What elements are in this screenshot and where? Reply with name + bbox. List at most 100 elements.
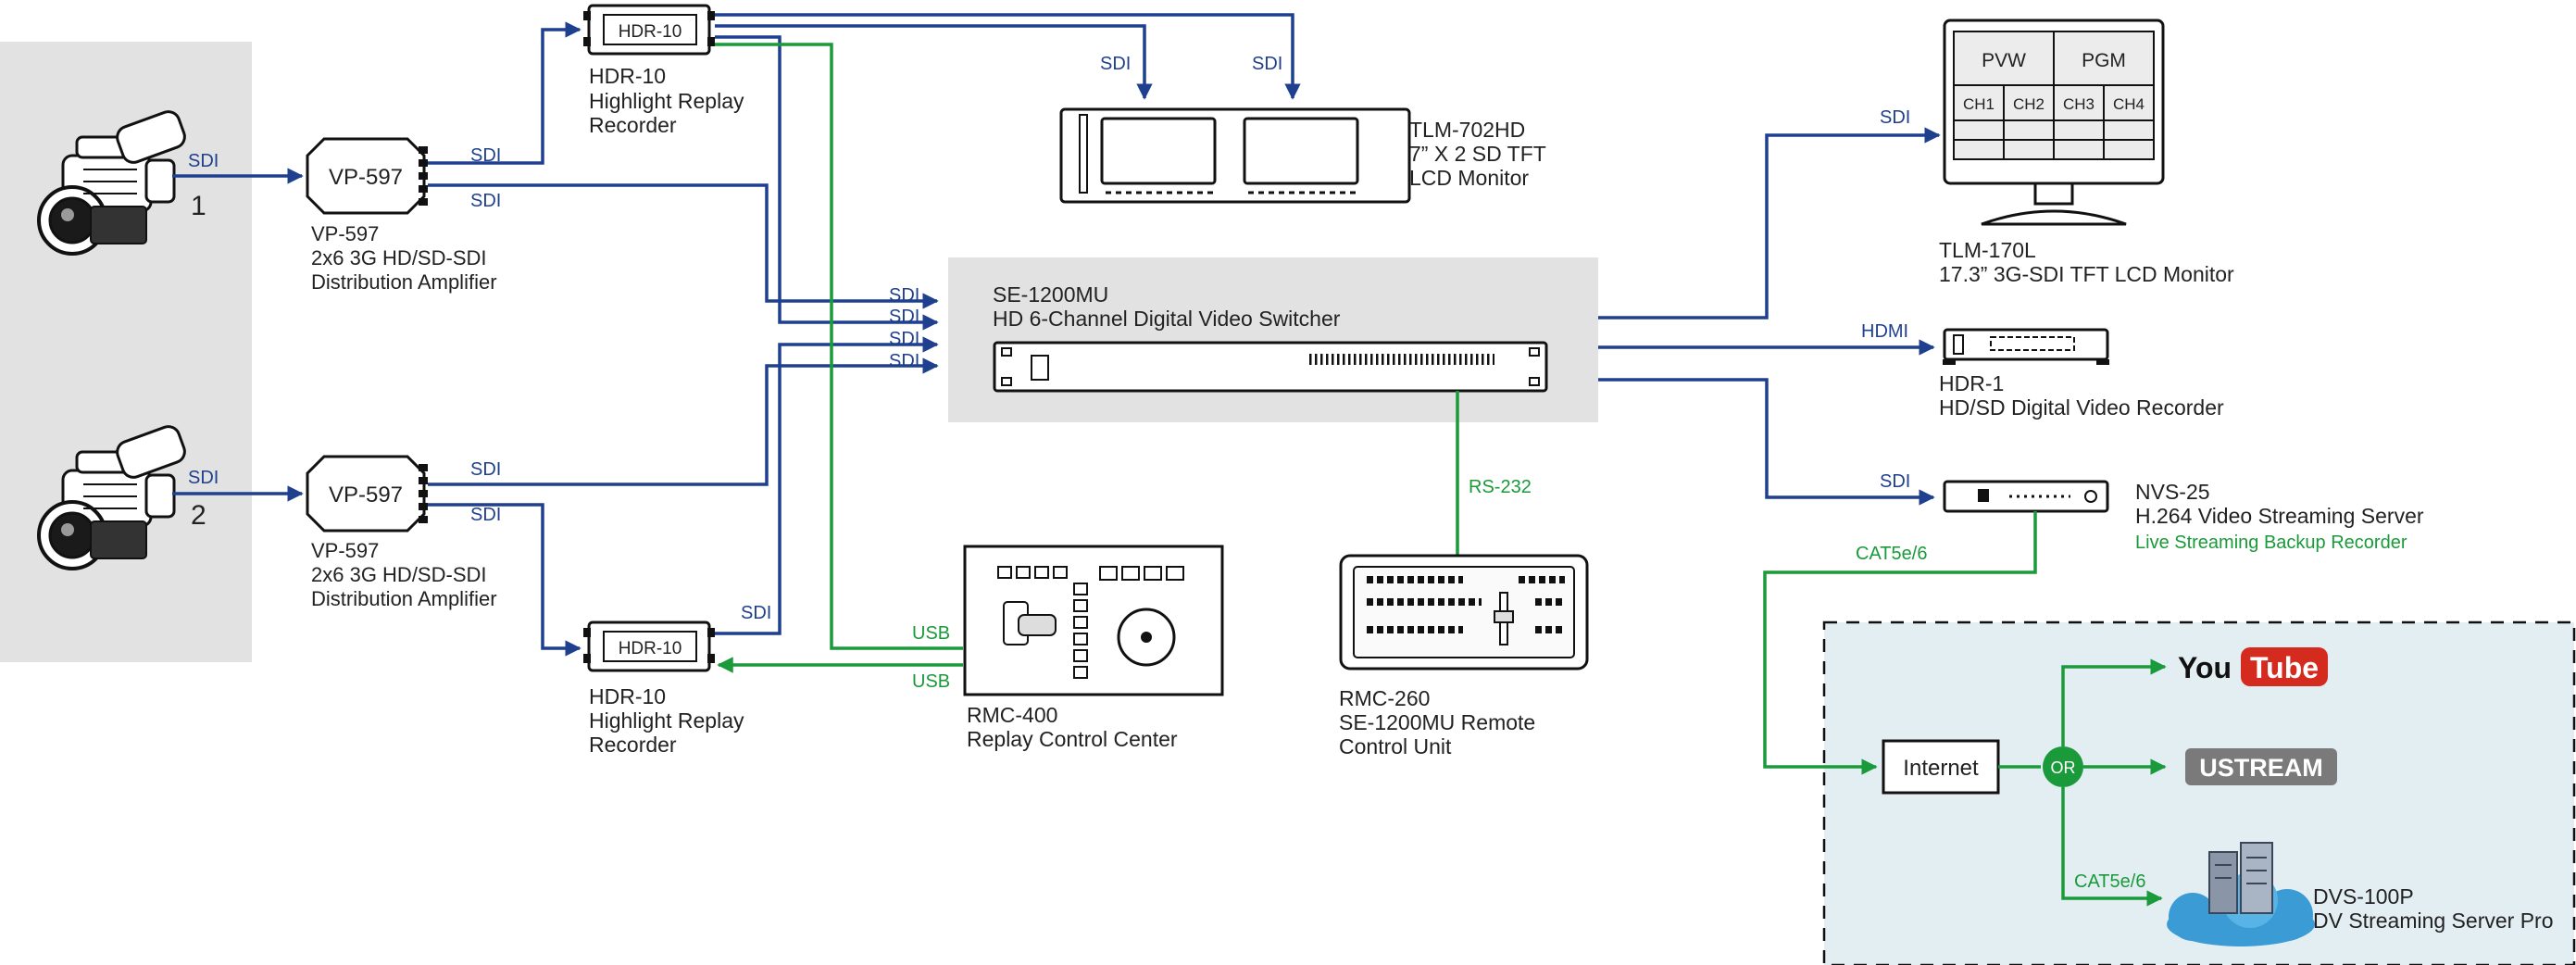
cat5-label-a: CAT5e/6 xyxy=(1856,544,1927,564)
tlm170-screen-ch3: CH3 xyxy=(2063,95,2095,113)
rmc260-device xyxy=(1339,554,1589,670)
camera-1-number: 1 xyxy=(191,191,206,221)
vp597-bottom-box-label: VP-597 xyxy=(329,482,403,508)
rmc400-title: RMC-400 xyxy=(967,703,1057,727)
tlm702-sdi-label-left: SDI xyxy=(1100,54,1131,74)
camera-2-number: 2 xyxy=(191,500,206,531)
hdr1-hdmi-label: HDMI xyxy=(1861,321,1908,342)
hdr10-bottom-box-label: HDR-10 xyxy=(619,639,682,658)
nvs25-line2: H.264 Video Streaming Server xyxy=(2135,504,2424,528)
dvs100p-cloud-icon xyxy=(2167,842,2315,946)
hdr10-top-box-label: HDR-10 xyxy=(619,22,682,42)
hdr10-top-usb-line xyxy=(715,43,963,650)
youtube-logo: You Tube xyxy=(2178,647,2328,686)
rmc400-device xyxy=(963,545,1224,696)
switcher-title: SE-1200MU xyxy=(993,282,1108,307)
cat5-label-b: CAT5e/6 xyxy=(2074,871,2145,892)
or-node xyxy=(2043,746,2083,787)
switcher-sdi-in-2: SDI xyxy=(889,307,919,327)
switcher-sdi-in-1: SDI xyxy=(889,285,919,306)
or-label: OR xyxy=(2051,758,2076,777)
tlm702-line2: 7” X 2 SD TFT xyxy=(1409,142,1546,166)
hdr10-bottom-device: HDR-10 xyxy=(583,620,715,672)
hdr10-top-to-tlm702-left-line xyxy=(715,24,1153,100)
hdr1-device xyxy=(1943,328,2109,365)
nvs25-title: NVS-25 xyxy=(2135,480,2210,504)
tlm170-monitor: PVW PGM CH1 CH2 CH3 CH4 xyxy=(1943,19,2165,226)
vp597-bottom-to-switcher-line xyxy=(428,357,939,486)
rmc400-line2: Replay Control Center xyxy=(967,727,1178,751)
rs232-label: RS-232 xyxy=(1469,477,1532,497)
hdr10-top-title: HDR-10 xyxy=(589,64,666,88)
vp597-top-to-hdr10-line xyxy=(428,21,581,165)
hdr10-bottom-line2: Highlight Replay xyxy=(589,708,744,733)
tlm170-screen-ch2: CH2 xyxy=(2013,95,2045,113)
switcher-to-tlm170-line xyxy=(1598,127,1941,320)
vp597-top-box-label: VP-597 xyxy=(329,165,403,190)
tlm702-title: TLM-702HD xyxy=(1409,118,1525,142)
hdr10-bottom-to-switcher-line xyxy=(715,336,939,635)
rmc260-line3: Control Unit xyxy=(1339,734,1452,758)
youtube-you-text: You xyxy=(2178,651,2232,684)
hdr1-title: HDR-1 xyxy=(1939,371,2004,395)
tlm702-line3: LCD Monitor xyxy=(1409,166,1529,190)
dvs100p-line2: DV Streaming Server Pro xyxy=(2313,909,2553,933)
vp597-top-to-switcher-line xyxy=(428,183,939,309)
usb-label-b: USB xyxy=(912,671,950,692)
hdr10-bottom-title: HDR-10 xyxy=(589,684,666,708)
hdr10-top-line3: Recorder xyxy=(589,113,677,137)
tlm170-line2: 17.3” 3G-SDI TFT LCD Monitor xyxy=(1939,262,2234,286)
vp597-top-sdi-label-a: SDI xyxy=(470,145,501,166)
vp597-bottom-title: VP-597 xyxy=(311,539,379,562)
vp597-top-device: VP-597 xyxy=(306,137,428,215)
switcher-to-nvs25-line xyxy=(1598,378,1935,506)
tlm702-monitor xyxy=(1059,107,1411,204)
camera-1-sdi-label: SDI xyxy=(188,151,219,171)
vp597-top-line2: 2x6 3G HD/SD-SDI xyxy=(311,246,487,269)
tlm170-screen-pgm: PGM xyxy=(2082,50,2126,71)
switcher-panel xyxy=(948,257,1598,422)
rmc260-title: RMC-260 xyxy=(1339,686,1430,710)
hdr1-line2: HD/SD Digital Video Recorder xyxy=(1939,395,2224,420)
tlm170-screen-ch1: CH1 xyxy=(1963,95,1995,113)
vp597-top-sdi-label-b: SDI xyxy=(470,191,501,211)
switcher-sdi-in-3: SDI xyxy=(889,329,919,349)
or-to-dvs-line xyxy=(2061,787,2163,907)
ustream-text: USTREAM xyxy=(2199,754,2323,782)
vp597-bottom-line3: Distribution Amplifier xyxy=(311,587,497,610)
nvs25-line3: Live Streaming Backup Recorder xyxy=(2135,533,2407,553)
nvs25-sdi-label: SDI xyxy=(1880,471,1910,492)
vp597-top-title: VP-597 xyxy=(311,222,379,245)
nvs25-to-internet-line xyxy=(1763,511,2037,775)
tlm170-screen-pvw: PVW xyxy=(1982,50,2026,71)
youtube-tube-text: Tube xyxy=(2250,651,2319,684)
hdr10-top-to-tlm702-right-line xyxy=(715,13,1301,100)
camera-2-sdi-label: SDI xyxy=(188,468,219,488)
internet-box xyxy=(1882,739,2000,795)
vp597-top-line3: Distribution Amplifier xyxy=(311,270,497,294)
hdr10-top-device: HDR-10 xyxy=(583,4,715,56)
switcher-sdi-in-4: SDI xyxy=(889,351,919,371)
tlm702-sdi-label-right: SDI xyxy=(1252,54,1282,74)
vp597-bottom-to-hdr10-line xyxy=(428,503,581,657)
switcher-line2: HD 6-Channel Digital Video Switcher xyxy=(993,307,1341,331)
hdr10-bottom-sdi-label: SDI xyxy=(741,603,771,623)
tlm170-sdi-label: SDI xyxy=(1880,107,1910,128)
hdr10-bottom-line3: Recorder xyxy=(589,733,677,757)
internet-label: Internet xyxy=(1903,756,1979,781)
ustream-logo: USTREAM xyxy=(2185,748,2337,785)
hdr10-top-to-switcher-line xyxy=(715,35,939,331)
vp597-bottom-sdi-label-a: SDI xyxy=(470,459,501,480)
vp597-bottom-sdi-label-b: SDI xyxy=(470,505,501,525)
dvs100p-title: DVS-100P xyxy=(2313,884,2414,909)
rmc260-line2: SE-1200MU Remote xyxy=(1339,710,1535,734)
tlm170-title: TLM-170L xyxy=(1939,238,2036,262)
nvs25-device xyxy=(1943,480,2109,513)
vp597-bottom-line2: 2x6 3G HD/SD-SDI xyxy=(311,563,487,586)
tlm170-screen-ch4: CH4 xyxy=(2113,95,2145,113)
hdr10-top-line2: Highlight Replay xyxy=(589,89,744,113)
usb-label-a: USB xyxy=(912,623,950,644)
switcher-device xyxy=(993,341,1548,393)
or-to-youtube-line xyxy=(2061,658,2167,746)
